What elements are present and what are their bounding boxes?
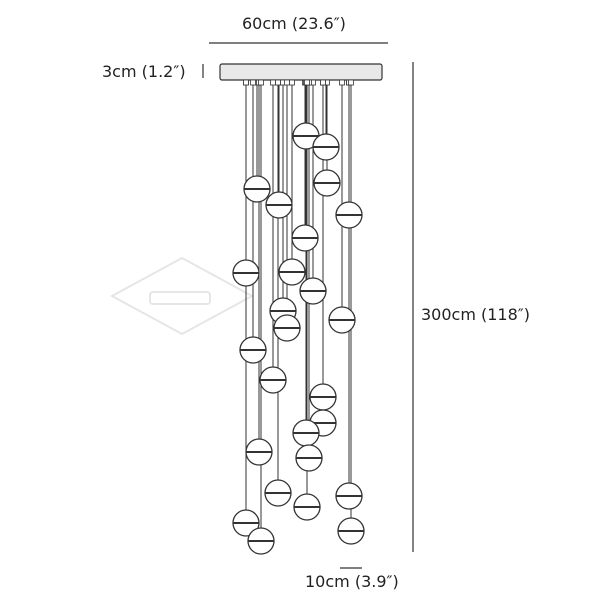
cord-cap-9 (289, 79, 295, 86)
cord-cap-12 (339, 79, 345, 86)
cord-cap-14 (250, 79, 256, 86)
cord-cap-26 (258, 79, 264, 86)
watermark-logo-icon (109, 256, 255, 336)
canopy-height-label: 3cm (1.2″) (102, 62, 186, 81)
cord-cap-21 (275, 79, 281, 86)
cord-cap-24 (243, 79, 249, 86)
cord-cap-23 (304, 79, 310, 86)
cord-cap-25 (348, 79, 354, 86)
watermark-sofa-icon (149, 291, 211, 305)
cord-cap-17 (320, 79, 326, 86)
width-label: 60cm (23.6″) (242, 14, 346, 33)
total-height-label: 300cm (118″) (421, 305, 531, 324)
cord-cap-13 (284, 79, 290, 86)
ball-diameter-label: 10cm (3.9″) (305, 572, 399, 591)
canopy-plate (219, 63, 383, 81)
cord-cap-15 (270, 79, 276, 86)
